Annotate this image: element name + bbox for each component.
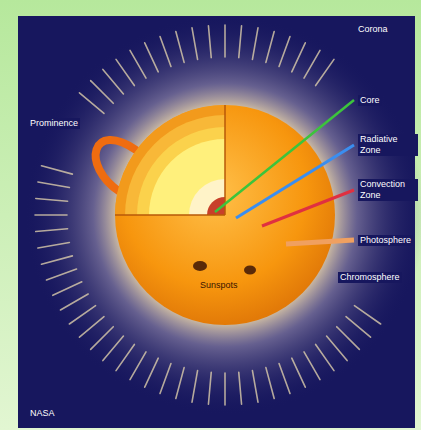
- corona-ray: [316, 344, 334, 370]
- credit-label: NASA: [28, 408, 57, 419]
- corona-ray: [176, 31, 184, 62]
- corona-ray: [327, 336, 348, 361]
- region-label: Photosphere: [358, 235, 413, 246]
- corona-ray: [266, 31, 274, 62]
- corona-ray: [36, 229, 68, 232]
- cutaway: [115, 105, 335, 325]
- cutaway-edge: [115, 105, 225, 215]
- corona-ray: [91, 327, 114, 350]
- corona-ray: [116, 59, 134, 85]
- corona-ray: [337, 327, 360, 350]
- corona-ray: [145, 43, 159, 72]
- leader-line: [262, 190, 354, 226]
- corona-ray: [79, 93, 104, 114]
- corona-ray: [160, 36, 171, 66]
- corona-ray: [252, 28, 258, 60]
- corona-ray: [41, 166, 72, 174]
- corona-ray: [316, 59, 334, 85]
- corona-ray: [130, 352, 146, 380]
- corona-ray: [346, 317, 371, 338]
- corona-ray: [304, 50, 320, 78]
- corona-rays: [35, 25, 381, 405]
- corona-ray: [354, 306, 380, 324]
- convection-layer: [115, 105, 335, 325]
- corona-ray: [224, 25, 226, 57]
- region-label: Corona: [356, 24, 390, 35]
- corona-ray: [192, 371, 198, 403]
- sunspot: [193, 261, 207, 271]
- corona-ray: [266, 368, 274, 399]
- corona-ray: [224, 373, 226, 405]
- corona-ray: [279, 36, 290, 66]
- leader-line: [215, 100, 354, 212]
- corona-ray: [176, 368, 184, 399]
- sun-surface: [115, 105, 335, 325]
- feature-label: Sunspots: [200, 280, 238, 291]
- corona-ray: [35, 214, 67, 216]
- corona-ray: [239, 372, 242, 404]
- region-label: Chromosphere: [338, 272, 402, 283]
- corona-ray: [38, 242, 70, 248]
- corona-ray: [160, 363, 171, 393]
- region-label: Prominence: [28, 118, 80, 129]
- corona-ray: [304, 352, 320, 380]
- corona-ray: [91, 81, 114, 104]
- corona-ray: [36, 198, 68, 201]
- corona-ray: [60, 294, 88, 310]
- corona-ray: [279, 363, 290, 393]
- corona-ray: [103, 69, 124, 94]
- region-label: Convection Zone: [358, 179, 418, 201]
- corona-glow: [25, 15, 421, 415]
- corona-ray: [38, 182, 70, 188]
- corona-ray: [145, 358, 159, 387]
- corona-ray: [208, 26, 211, 58]
- leader-line: [236, 145, 354, 218]
- corona-ray: [192, 28, 198, 60]
- corona-ray: [41, 256, 72, 264]
- region-label: Radiative Zone: [358, 134, 418, 156]
- corona-ray: [130, 50, 146, 78]
- leader-line: [286, 240, 354, 244]
- corona-ray: [239, 26, 242, 58]
- corona-ray: [79, 317, 104, 338]
- corona-ray: [208, 372, 211, 404]
- corona-ray: [116, 344, 134, 370]
- corona-ray: [292, 43, 306, 72]
- corona-ray: [252, 371, 258, 403]
- corona-ray: [46, 269, 76, 280]
- region-label: Core: [358, 95, 382, 106]
- corona-ray: [103, 336, 124, 361]
- corona-ray: [69, 306, 95, 324]
- corona-ray: [53, 282, 82, 296]
- corona-ray: [292, 358, 306, 387]
- sunspot: [244, 266, 256, 275]
